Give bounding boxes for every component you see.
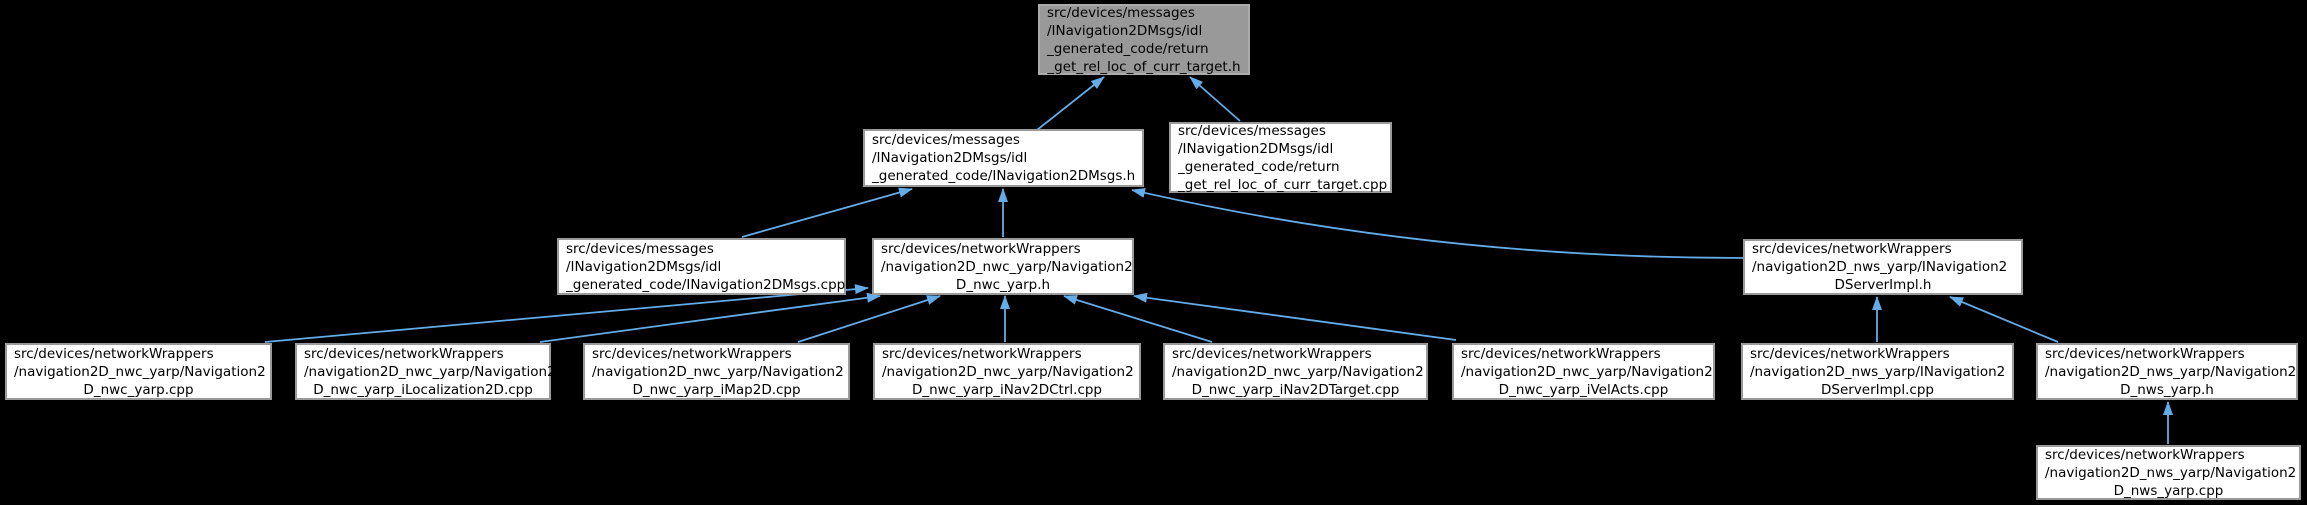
node-label-line: src/devices/messages: [872, 132, 1020, 148]
node-label-line: /navigation2D_nwc_yarp/Navigation2: [14, 363, 266, 380]
node-label-line: /INavigation2DMsgs/idl: [1047, 22, 1203, 39]
graph-node-return-get-rel-loc-of-curr-target-cpp[interactable]: src/devices/messages/INavigation2DMsgs/i…: [1169, 122, 1392, 193]
node-label-line: src/devices/networkWrappers: [882, 345, 1082, 362]
node-label-line: D_nwc_yarp.cpp: [83, 381, 194, 398]
node-label-line: /navigation2D_nws_yarp/INavigation2: [1750, 363, 2006, 380]
node-label-line: _generated_code/return: [1178, 158, 1340, 175]
edge-navigation2d-nwc-yarp-ivelacts-cpp--to--navigation2d-nwc-yarp-h: [1133, 292, 1457, 341]
node-label-line: _generated_code/INavigation2DMsgs.h: [872, 168, 1136, 184]
node-label-line: /navigation2D_nwc_yarp/Navigation2: [304, 363, 556, 380]
node-label-line: src/devices/networkWrappers: [881, 240, 1081, 257]
node-label-line: /navigation2D_nws_yarp/INavigation2: [1752, 259, 2008, 275]
node-label-line: src/devices/networkWrappers: [592, 345, 792, 362]
node-label-line: src/devices/networkWrappers: [1752, 241, 1952, 257]
graph-node-inavigation2dserverimpl-cpp[interactable]: src/devices/networkWrappers/navigation2D…: [1741, 343, 2014, 400]
node-label-line: _generated_code/INavigation2DMsgs.cpp: [566, 276, 846, 293]
node-label-line: /navigation2D_nws_yarp/Navigation2: [2045, 363, 2297, 380]
graph-node-navigation2d-nwc-yarp-ivelacts-cpp[interactable]: src/devices/networkWrappers/navigation2D…: [1452, 343, 1715, 400]
node-label-line: src/devices/networkWrappers: [304, 345, 504, 362]
node-label-line: src/devices/networkWrappers: [1461, 345, 1661, 362]
edge-navigation2d-nwc-yarp-imap2d-cpp--to--navigation2d-nwc-yarp-h: [797, 295, 941, 343]
graph-node-navigation2d-nws-yarp-cpp[interactable]: src/devices/networkWrappers/navigation2D…: [2036, 445, 2301, 500]
graph-node-navigation2d-nws-yarp-h[interactable]: src/devices/networkWrappers/navigation2D…: [2036, 343, 2298, 400]
node-label-line: /navigation2D_nwc_yarp/Navigation2: [1172, 363, 1424, 380]
node-label-line: _get_rel_loc_of_curr_target.cpp: [1178, 176, 1388, 193]
node-label-line: /navigation2D_nwc_yarp/Navigation2: [592, 363, 844, 380]
node-label-line: /navigation2D_nwc_yarp/Navigation2: [882, 363, 1134, 380]
node-label-line: D_nws_yarp.cpp: [2113, 482, 2224, 499]
graph-node-return-get-rel-loc-of-curr-target-h[interactable]: src/devices/messages/INavigation2DMsgs/i…: [1038, 4, 1250, 75]
graph-node-inavigation2dmsgs-cpp[interactable]: src/devices/messages/INavigation2DMsgs/i…: [557, 238, 846, 295]
node-label-line: D_nwc_yarp.h: [955, 276, 1051, 293]
edge-inavigation2dmsgs-h--to--return-get-rel-loc-of-curr-target-h: [1036, 76, 1105, 131]
node-label-line: D_nwc_yarp_iNav2DTarget.cpp: [1191, 381, 1400, 398]
edge-navigation2d-nwc-yarp-ilocalization2d-cpp--to--navigation2d-nwc-yarp-h: [539, 292, 881, 343]
node-label-line: D_nwc_yarp_iMap2D.cpp: [632, 381, 801, 398]
node-label-line: /navigation2D_nws_yarp/Navigation2: [2045, 464, 2297, 481]
node-label-line: D_nwc_yarp_iNav2DCtrl.cpp: [911, 381, 1102, 398]
node-label-line: src/devices/messages: [1047, 4, 1195, 21]
node-label-line: src/devices/messages: [566, 240, 714, 257]
node-label-line: D_nws_yarp.h: [2120, 381, 2214, 398]
node-label-line: /navigation2D_nwc_yarp/Navigation2: [1461, 363, 1713, 380]
node-label-line: D_nwc_yarp_iLocalization2D.cpp: [313, 381, 533, 398]
graph-node-inavigation2dmsgs-h[interactable]: src/devices/messages/INavigation2DMsgs/i…: [863, 129, 1144, 187]
edge-return-get-rel-loc-of-curr-target-cpp--to--return-get-rel-loc-of-curr-target-h: [1189, 76, 1241, 122]
edge-navigation2d-nws-yarp-h--to--inavigation2dserverimpl-h: [1949, 296, 2059, 343]
edge-inavigation2dserverimpl-h--to--inavigation2dmsgs-h: [1131, 188, 1744, 259]
graph-node-inavigation2dserverimpl-h[interactable]: src/devices/networkWrappers/navigation2D…: [1743, 239, 2023, 295]
node-label-line: /INavigation2DMsgs/idl: [566, 258, 722, 275]
node-label-line: _get_rel_loc_of_curr_target.h: [1047, 58, 1241, 75]
node-label-line: /INavigation2DMsgs/idl: [1178, 140, 1334, 157]
node-label-line: /navigation2D_nwc_yarp/Navigation2: [881, 258, 1133, 275]
graph-node-navigation2d-nwc-yarp-h[interactable]: src/devices/networkWrappers/navigation2D…: [872, 238, 1134, 295]
node-label-line: src/devices/networkWrappers: [2045, 345, 2245, 362]
graph-node-navigation2d-nwc-yarp-imap2d-cpp[interactable]: src/devices/networkWrappers/navigation2D…: [583, 343, 850, 400]
node-label-line: DServerImpl.h: [1834, 277, 1932, 293]
graph-node-navigation2d-nwc-yarp-cpp[interactable]: src/devices/networkWrappers/navigation2D…: [5, 343, 272, 400]
node-label-line: src/devices/networkWrappers: [14, 345, 214, 362]
graph-node-navigation2d-nwc-yarp-inav2dtarget-cpp[interactable]: src/devices/networkWrappers/navigation2D…: [1163, 343, 1428, 400]
node-label-line: D_nwc_yarp_iVelActs.cpp: [1498, 381, 1669, 398]
graph-node-navigation2d-nwc-yarp-inav2dctrl-cpp[interactable]: src/devices/networkWrappers/navigation2D…: [873, 343, 1141, 400]
node-label-line: src/devices/networkWrappers: [1750, 345, 1950, 362]
edge-inavigation2dmsgs-cpp--to--inavigation2dmsgs-h: [741, 187, 913, 238]
node-label-line: DServerImpl.cpp: [1821, 381, 1934, 398]
edge-navigation2d-nwc-yarp-inav2dtarget-cpp--to--navigation2d-nwc-yarp-h: [1063, 295, 1213, 343]
node-label-line: src/devices/networkWrappers: [1172, 345, 1372, 362]
node-label-line: _generated_code/return: [1047, 40, 1209, 57]
edge-navigation2d-nwc-yarp-cpp--to--navigation2d-nwc-yarp-h: [264, 284, 869, 343]
node-label-line: /INavigation2DMsgs/idl: [872, 150, 1028, 166]
node-label-line: src/devices/messages: [1178, 122, 1326, 139]
graph-node-navigation2d-nwc-yarp-ilocalization2d-cpp[interactable]: src/devices/networkWrappers/navigation2D…: [295, 343, 556, 400]
node-label-line: src/devices/networkWrappers: [2045, 446, 2245, 463]
